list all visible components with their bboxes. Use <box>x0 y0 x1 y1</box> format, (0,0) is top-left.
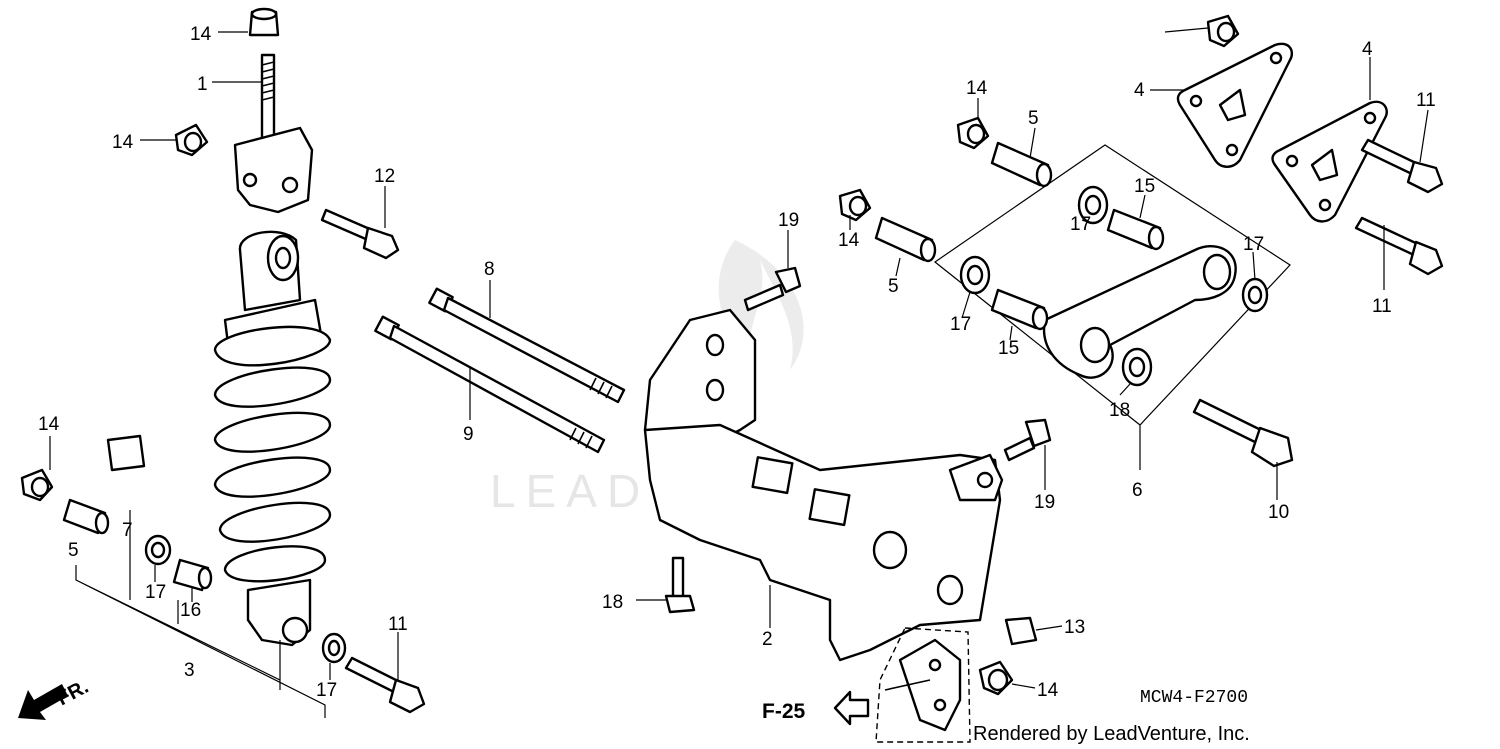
callout: 14 <box>38 414 60 435</box>
diagram-code: MCW4-F2700 <box>1140 688 1248 708</box>
bolt-11-lower <box>344 656 426 714</box>
part-upper-mount <box>233 53 314 214</box>
callout: 4 <box>1134 80 1145 101</box>
bolt-18 <box>664 556 696 614</box>
callout: 2 <box>762 629 773 650</box>
reference-label: F-25 <box>762 700 806 723</box>
callout: 14 <box>1037 680 1059 701</box>
bushing-15-a <box>1106 208 1165 251</box>
callout: 19 <box>1034 492 1055 513</box>
direction-label: FR. <box>53 676 92 711</box>
callout: 17 <box>145 582 166 603</box>
callout: 11 <box>1416 90 1436 111</box>
callout: 18 <box>1109 400 1130 421</box>
callout: 18 <box>602 592 623 613</box>
bushing-15-b <box>990 288 1049 331</box>
collar-16 <box>172 558 213 592</box>
callout: 14 <box>838 230 860 251</box>
seal-17-c <box>1241 277 1269 313</box>
assembly-line-3 <box>75 510 326 718</box>
callout: 5 <box>1028 108 1039 129</box>
callout: 15 <box>1134 176 1155 197</box>
seal-17-d <box>1121 347 1153 387</box>
callouts: 14 1 14 12 8 9 14 5 7 17 16 3 11 17 19 1… <box>38 24 1436 701</box>
nut-14-upper-right <box>956 116 990 150</box>
callout: 17 <box>1070 214 1091 235</box>
plate-4-rear <box>1176 42 1294 168</box>
inset-f25 <box>875 627 971 743</box>
rear-frame-bracket <box>643 308 1004 662</box>
callout: 16 <box>180 600 201 621</box>
callout: 14 <box>112 132 134 153</box>
callout: 11 <box>1372 296 1392 317</box>
callout: 17 <box>1243 234 1264 255</box>
callout: 12 <box>374 166 395 187</box>
nut-left-lower <box>20 468 54 502</box>
callout: 5 <box>888 276 899 297</box>
nut-left-upper <box>174 123 209 157</box>
reference-arrow-f25: F-25 <box>762 690 870 726</box>
bolt-19-top <box>743 266 802 312</box>
callout: 8 <box>484 259 495 280</box>
callout: 1 <box>197 74 208 95</box>
callout: 3 <box>184 660 195 681</box>
credit-text: Rendered by LeadVenture, Inc. <box>973 723 1250 745</box>
callout: 19 <box>778 210 799 231</box>
bolt-9 <box>374 315 606 454</box>
link-arm <box>1042 245 1237 379</box>
callout: 10 <box>1268 502 1289 523</box>
callout: 4 <box>1362 39 1373 60</box>
callout: 9 <box>463 424 474 445</box>
callout: 7 <box>122 520 133 541</box>
callout: 14 <box>966 78 988 99</box>
seal-17-lower <box>321 632 347 664</box>
seal-17-a <box>1077 185 1109 225</box>
bolt-8 <box>428 287 626 404</box>
callout: 5 <box>68 540 79 561</box>
bolt-10 <box>1192 398 1294 468</box>
callout: 14 <box>190 24 212 45</box>
leader-lines <box>49 27 1429 689</box>
seal-17-b <box>959 255 991 295</box>
bolt-11-upper <box>1360 138 1444 194</box>
nut-13 <box>1004 616 1038 646</box>
nut-14-bottom <box>978 660 1014 696</box>
collar-5-middle <box>874 216 937 263</box>
plate-4-front <box>1271 100 1388 223</box>
bolt-11-right <box>1354 216 1444 276</box>
nut-top-shock <box>248 7 280 37</box>
bolt-19-bottom <box>1003 418 1052 462</box>
collar-5-upper <box>990 141 1053 188</box>
seal-17-left <box>144 534 172 566</box>
part-7-tag <box>106 434 146 472</box>
callout: 6 <box>1132 480 1143 501</box>
collar-5-left <box>62 498 110 535</box>
callout: 15 <box>998 338 1019 359</box>
nut-14-middle <box>838 188 872 222</box>
callout: 17 <box>316 680 337 701</box>
callout: 17 <box>950 314 971 335</box>
callout: 11 <box>388 614 408 635</box>
shock-absorber <box>213 230 332 647</box>
nut-14-top-right <box>1206 14 1240 48</box>
bolt-12 <box>320 208 400 260</box>
front-direction-arrow: FR. <box>18 676 92 720</box>
callout: 13 <box>1064 617 1085 638</box>
